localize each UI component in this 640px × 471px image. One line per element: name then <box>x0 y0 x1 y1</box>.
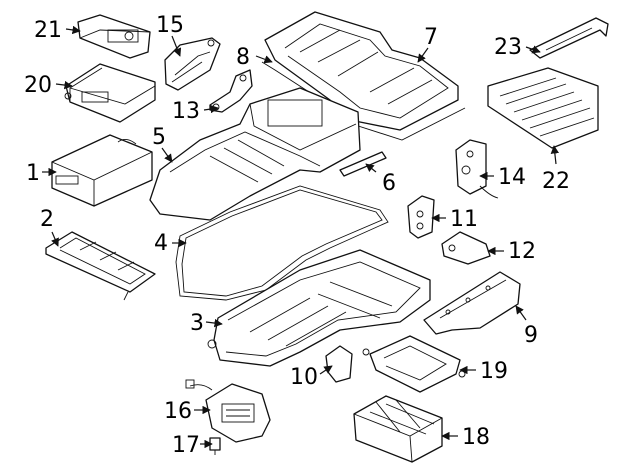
part-15-bracket <box>164 37 221 91</box>
callout-6: 6 <box>382 171 396 196</box>
part-13-bracket <box>209 69 253 113</box>
callout-17: 17 <box>172 433 200 458</box>
leader-10 <box>319 365 333 375</box>
callout-2: 2 <box>40 207 54 232</box>
leader-3 <box>205 318 223 328</box>
callout-13: 13 <box>172 99 200 124</box>
part-10-bracket <box>325 345 353 383</box>
part-11-bracket <box>407 195 435 239</box>
part-17-fastener <box>209 437 221 455</box>
leader-9 <box>515 305 527 321</box>
callout-5: 5 <box>152 125 166 150</box>
leader-13 <box>203 104 219 114</box>
callout-1: 1 <box>26 161 40 186</box>
leader-15 <box>171 35 182 57</box>
callout-labels: 21 15 8 7 23 20 13 5 1 6 14 22 2 11 4 12… <box>24 13 570 458</box>
leader-arrows <box>42 25 560 449</box>
callout-20: 20 <box>24 73 52 98</box>
part-18-tray-box <box>353 395 443 463</box>
callout-22: 22 <box>542 169 570 194</box>
callout-21: 21 <box>34 18 62 43</box>
part-5-battery-housing <box>149 87 361 221</box>
part-23-handle <box>529 17 609 59</box>
callout-12: 12 <box>508 239 536 264</box>
callout-7: 7 <box>424 25 438 50</box>
callout-15: 15 <box>156 13 184 38</box>
callout-19: 19 <box>480 359 508 384</box>
callout-4: 4 <box>154 231 168 256</box>
part-12-bracket <box>441 231 491 265</box>
part-1-battery-module <box>51 134 153 207</box>
part-20-charger-module <box>64 63 156 123</box>
callout-18: 18 <box>462 425 490 450</box>
callout-9: 9 <box>524 323 538 348</box>
leader-21 <box>65 25 81 35</box>
leader-20 <box>55 80 73 90</box>
leader-22 <box>550 145 560 165</box>
leader-2 <box>51 231 59 247</box>
part-14-bracket <box>455 139 499 199</box>
part-3-battery-tray <box>207 249 431 367</box>
callout-16: 16 <box>164 399 192 424</box>
callout-23: 23 <box>494 35 522 60</box>
part-19-frame <box>362 335 466 393</box>
leader-8 <box>255 55 273 64</box>
callout-14: 14 <box>498 165 526 190</box>
leader-7 <box>417 47 429 63</box>
part-9-shield <box>423 271 521 335</box>
part-21-control-module <box>77 14 151 59</box>
part-4-lower-gasket <box>175 185 389 301</box>
leader-5 <box>161 147 173 163</box>
leader-6 <box>365 163 377 173</box>
part-2-tray <box>45 231 156 301</box>
callout-3: 3 <box>190 311 204 336</box>
part-7-upper-cover <box>264 11 459 131</box>
callout-8: 8 <box>236 45 250 70</box>
part-16-connector <box>185 379 271 443</box>
callout-10: 10 <box>290 365 318 390</box>
part-6-strip <box>339 151 387 177</box>
callout-11: 11 <box>450 207 478 232</box>
part-22-panel <box>487 67 599 149</box>
leader-23 <box>525 45 541 54</box>
